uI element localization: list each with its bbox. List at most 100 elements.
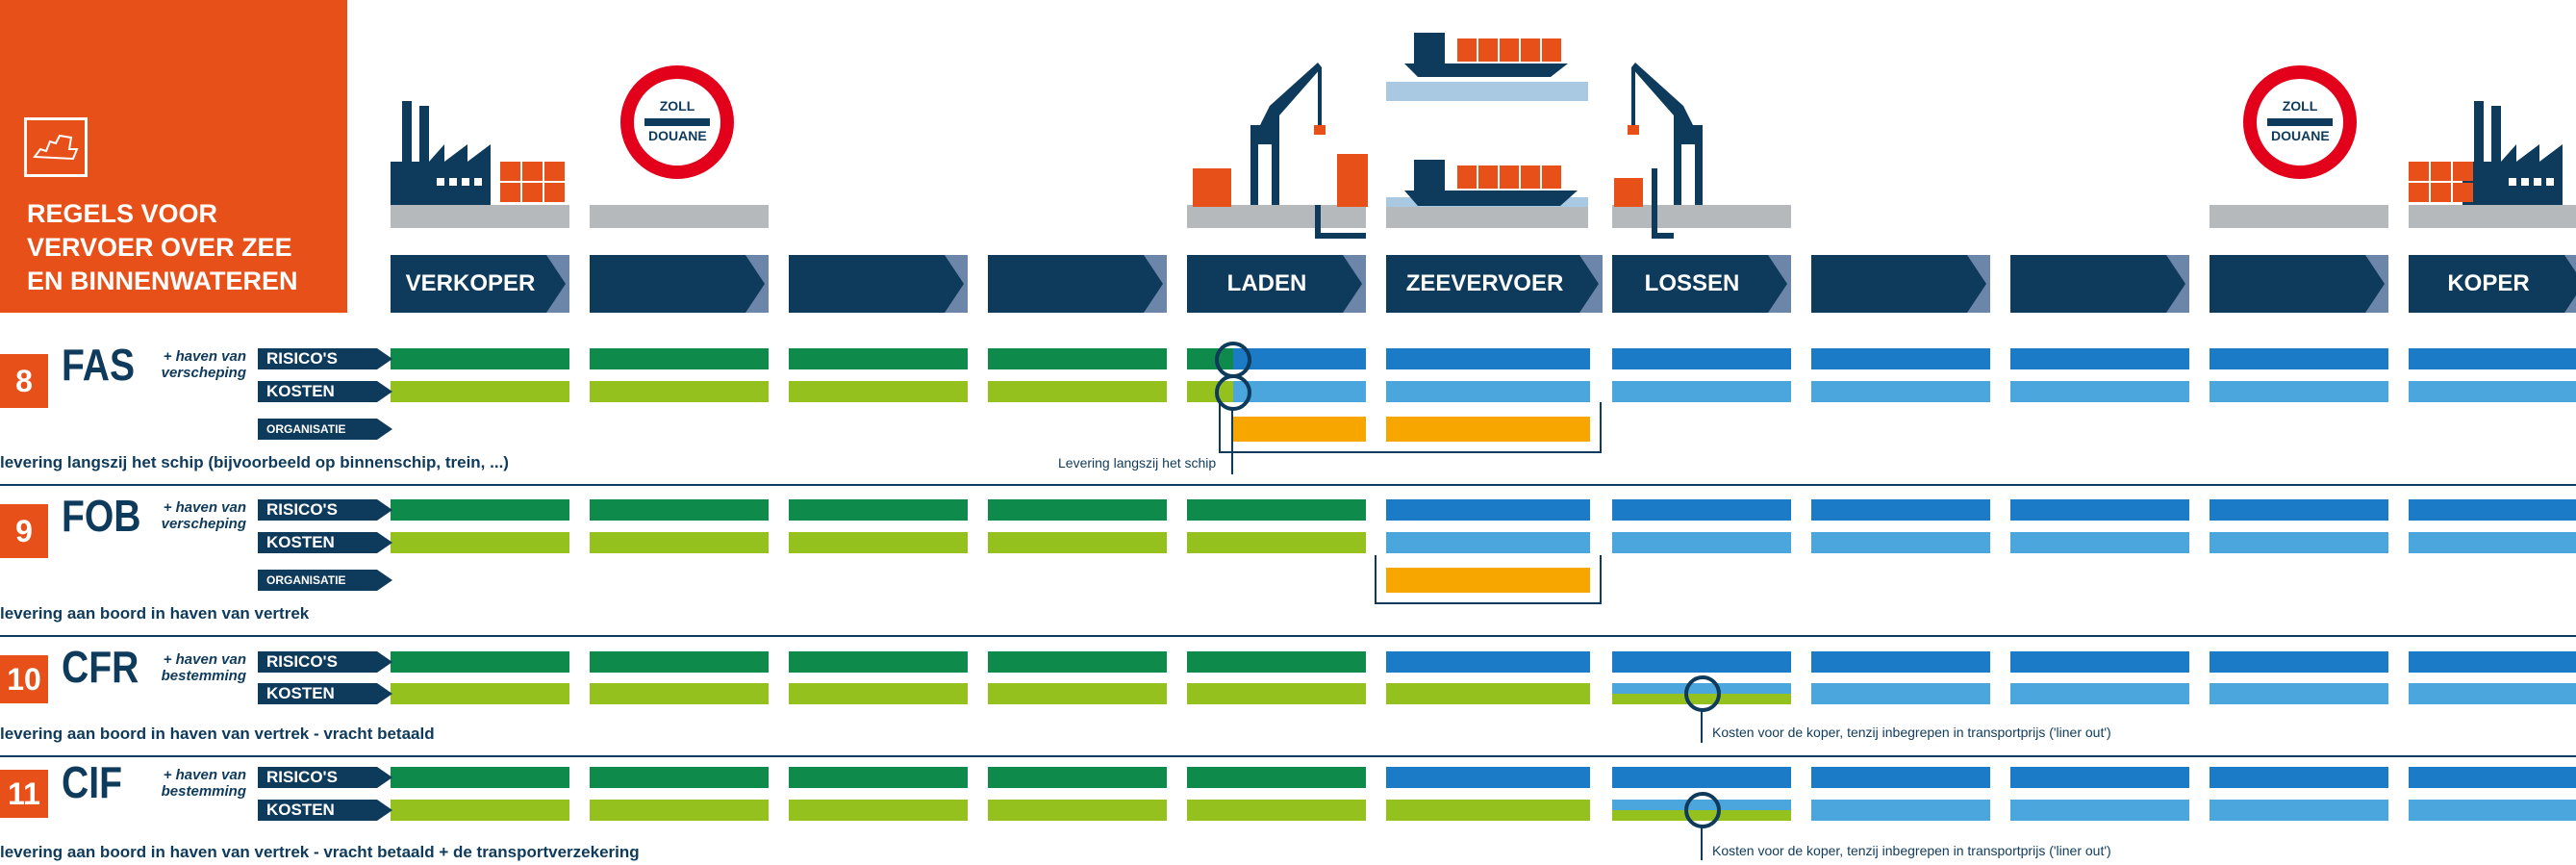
rule-description: levering aan boord in haven van vertrek … <box>0 725 435 743</box>
cost-bar <box>1811 800 1990 821</box>
ground-strip <box>2409 205 2576 228</box>
cost-bar <box>590 800 769 821</box>
quay-edge <box>1652 168 1674 239</box>
risk-bar <box>1187 499 1366 521</box>
cost-bar <box>2409 800 2576 821</box>
unloading-crane-icon <box>1674 125 1703 205</box>
factory-window <box>2521 178 2529 186</box>
pointer-line <box>1231 409 1233 474</box>
risk-bar <box>2210 767 2388 788</box>
ship-logo-icon <box>24 117 88 177</box>
organisation-bar <box>1233 417 1366 442</box>
header-bar <box>1811 255 1990 313</box>
rule-description: levering langszij het schip (bijvoorbeel… <box>0 453 509 471</box>
factory-window <box>2546 178 2554 186</box>
cost-bar <box>1612 532 1791 553</box>
bar-grid <box>0 342 2576 860</box>
seller-factory-icon <box>391 101 491 205</box>
header-chevron <box>1343 255 1366 313</box>
header-chevron <box>2564 255 2576 313</box>
risk-bar <box>1612 499 1791 521</box>
cargo-crate <box>544 162 565 181</box>
cargo-ship-icon <box>1404 191 1578 206</box>
cost-bar <box>2010 800 2189 821</box>
rule-code: CFR <box>62 642 139 692</box>
bracket <box>1219 402 1602 453</box>
risk-bar <box>789 767 968 788</box>
risk-bar <box>1187 767 1366 788</box>
ship-container <box>1478 165 1498 189</box>
pointer-line <box>1701 827 1703 860</box>
header-bar <box>2409 255 2576 313</box>
cost-bar <box>391 381 569 402</box>
rule-code: FAS <box>62 340 136 390</box>
rule-description: levering aan boord in haven van vertrek <box>0 604 310 623</box>
tag-arrow <box>258 381 392 402</box>
stage-header-8 <box>2010 255 2170 313</box>
ship-container <box>1457 38 1477 62</box>
risk-bar <box>988 348 1167 369</box>
cost-bar <box>1386 381 1590 402</box>
cost-bar <box>2010 532 2189 553</box>
unloading-crane-icon <box>1631 63 1693 125</box>
cargo-crate <box>544 183 565 202</box>
tag-arrow <box>258 570 392 591</box>
customs-zoll-label: ZOLL <box>2282 98 2318 114</box>
ship-container <box>1500 38 1519 62</box>
ground-strip <box>590 205 769 228</box>
cost-bar <box>2210 800 2388 821</box>
cost-bar-buyer <box>1612 800 1791 810</box>
tag-label: KOSTEN <box>266 801 335 819</box>
risk-bar <box>2010 348 2189 369</box>
risk-bar <box>2210 651 2388 673</box>
rule-code: CIF <box>62 757 122 807</box>
tag-label: ORGANISATIE <box>266 422 346 436</box>
cargo-crate <box>1337 154 1368 207</box>
risk-bar <box>1612 767 1791 788</box>
risk-bar <box>1811 499 1990 521</box>
illustrations <box>391 33 2576 313</box>
row-separator <box>0 755 2576 757</box>
risk-bar <box>1811 767 1990 788</box>
cost-bar <box>590 683 769 704</box>
risk-bar <box>2210 499 2388 521</box>
ship-container <box>1542 38 1561 62</box>
cargo-crate <box>500 183 520 202</box>
rule-note: + haven van verscheping <box>161 348 246 381</box>
tag-arrow <box>258 767 392 788</box>
cost-bar <box>2409 532 2576 553</box>
risk-bar <box>789 499 968 521</box>
crane-load <box>1314 125 1326 135</box>
risk-bar <box>2010 499 2189 521</box>
ship-bridge <box>1414 33 1445 64</box>
cost-bar <box>789 800 968 821</box>
factory-window <box>2509 178 2516 186</box>
tag-arrow <box>258 532 392 553</box>
tag-label: KOSTEN <box>266 533 335 551</box>
risk-bar <box>988 499 1167 521</box>
stage-header-1 <box>590 255 749 313</box>
cost-bar <box>988 683 1167 704</box>
risk-bar <box>391 767 569 788</box>
stage-header-10: KOPER <box>2447 270 2530 296</box>
risk-bar <box>1811 348 1990 369</box>
risk-bar <box>391 348 569 369</box>
risk-bar <box>1612 348 1791 369</box>
cost-bar <box>1811 532 1990 553</box>
cost-bar <box>2210 683 2388 704</box>
risk-bar <box>1386 499 1590 521</box>
title-panel: REGELS VOOR VERVOER OVER ZEE EN BINNENWA… <box>0 0 347 313</box>
tag-arrow <box>258 419 392 440</box>
organisation-bar <box>1386 568 1590 593</box>
ship-container <box>1521 38 1540 62</box>
tag-label: RISICO'S <box>266 652 338 671</box>
crane-cable <box>1631 67 1635 125</box>
rule-code: FOB <box>62 491 141 541</box>
risk-bar <box>590 767 769 788</box>
ship-container <box>1500 165 1519 189</box>
risk-bar <box>2010 651 2189 673</box>
tag-label: RISICO'S <box>266 349 338 368</box>
cargo-crate <box>2453 162 2473 181</box>
bracket <box>1375 555 1602 604</box>
